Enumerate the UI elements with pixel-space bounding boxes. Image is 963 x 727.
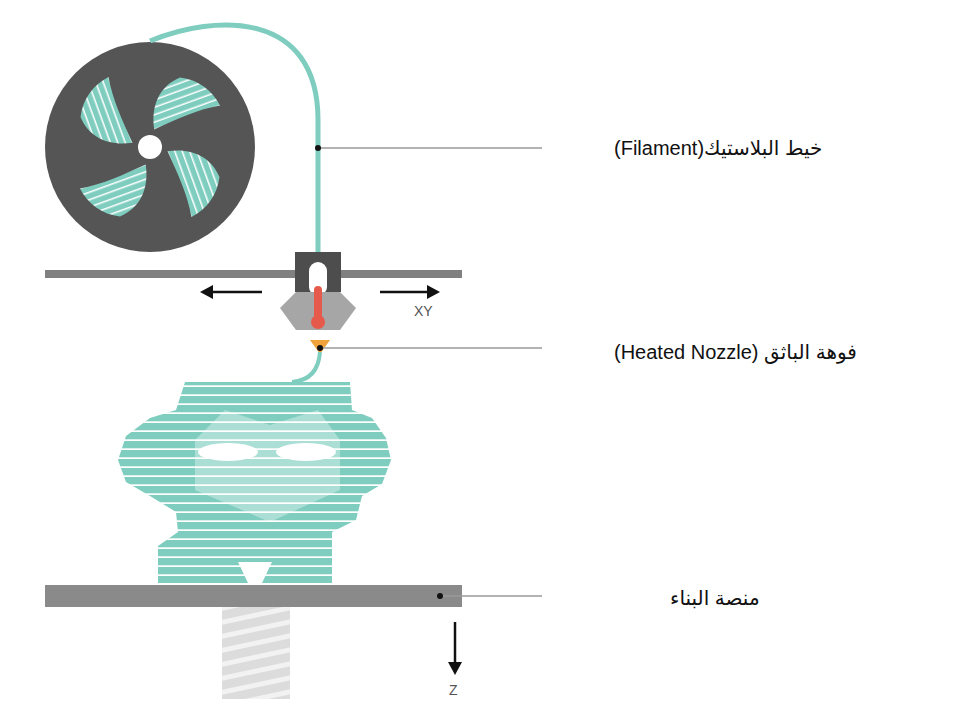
leader-dot bbox=[317, 345, 323, 351]
part-label: فوهة الباثق (Heated Nozzle) bbox=[614, 340, 857, 364]
z-lead-screw bbox=[222, 607, 290, 699]
xy-rail bbox=[45, 270, 462, 278]
object-eye bbox=[198, 443, 258, 461]
axis-label: Z bbox=[449, 682, 458, 699]
leader-line bbox=[440, 595, 542, 597]
heated-nozzle bbox=[310, 340, 330, 354]
build-platform bbox=[45, 585, 462, 607]
part-label: خيط البلاستيك(Filament) bbox=[614, 136, 822, 160]
spool-hub bbox=[138, 135, 162, 159]
x-arrow-left bbox=[210, 291, 262, 294]
printed-object bbox=[118, 382, 391, 583]
filament-strand bbox=[150, 25, 318, 300]
leader-dot bbox=[437, 593, 443, 599]
object-eye bbox=[276, 443, 336, 461]
extruded-filament bbox=[292, 352, 320, 382]
object-face bbox=[195, 410, 340, 522]
leader-line bbox=[318, 147, 542, 149]
axis-label: XY bbox=[414, 303, 433, 320]
arrowhead bbox=[200, 285, 213, 299]
leader-dot bbox=[315, 145, 321, 151]
arrowhead bbox=[448, 662, 462, 675]
filament-spool bbox=[45, 42, 255, 252]
leader-line bbox=[320, 347, 542, 349]
arrowhead bbox=[427, 285, 440, 299]
x-arrow-right bbox=[380, 291, 430, 294]
thermometer-bulb bbox=[311, 315, 325, 329]
part-label: منصة البناء bbox=[670, 586, 760, 610]
spool-blades bbox=[71, 68, 229, 226]
object-leg-gap bbox=[238, 562, 272, 583]
thermometer bbox=[314, 286, 322, 320]
z-arrow bbox=[454, 622, 457, 664]
